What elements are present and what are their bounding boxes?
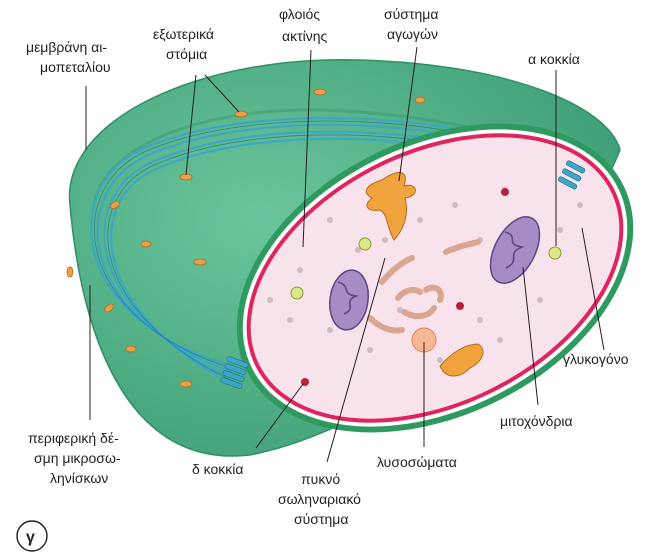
label-canal-system-1: σύστημα — [384, 6, 438, 22]
label-mitochondria: μιτοχόνδρια — [500, 413, 573, 429]
label-outer-openings-2: στόμια — [166, 46, 207, 62]
panel-letter: γ — [26, 529, 35, 546]
label-delta-granules: δ κοκκία — [192, 461, 244, 477]
label-alpha-granules: α κοκκία — [528, 51, 580, 67]
panel-badge: γ — [17, 521, 47, 551]
label-microtubule-band-2: σμη μικροσω- — [34, 450, 121, 466]
label-microtubule-band-1: περιφερική δέ- — [28, 430, 119, 446]
label-outer-openings-1: εξωτερικά — [153, 26, 214, 42]
label-membrane-1: μεμβράνη αι- — [26, 39, 107, 55]
label-membrane-2: μοπεταλίου — [40, 59, 111, 75]
label-canal-system-2: αγωγών — [387, 26, 438, 42]
label-dense-tubular-2: σωληναριακό — [278, 491, 361, 507]
label-microtubule-band-3: ληνίσκων — [50, 470, 108, 486]
label-actin-cortex-1: φλοιός — [279, 6, 320, 22]
label-lysosomes: λυσοσώματα — [377, 454, 457, 470]
label-glycogen: γλυκογόνο — [563, 351, 629, 367]
label-actin-cortex-2: ακτίνης — [282, 28, 328, 44]
label-dense-tubular-3: σύστημα — [294, 511, 348, 527]
label-dense-tubular-1: πυκνό — [301, 471, 340, 487]
